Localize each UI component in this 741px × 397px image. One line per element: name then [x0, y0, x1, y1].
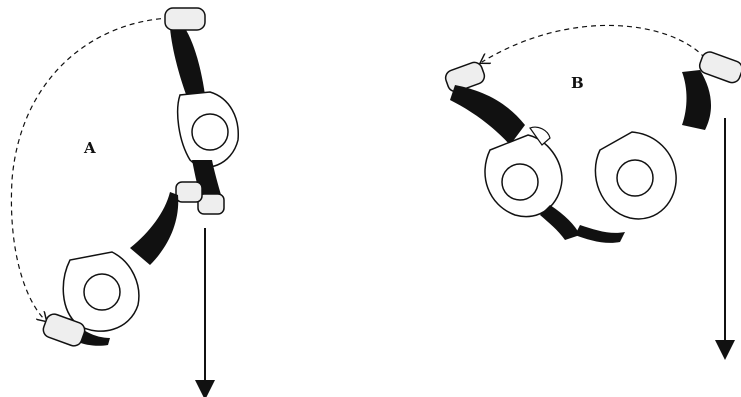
- panel-label-a: A: [84, 139, 96, 157]
- panel-a-drawing: [0, 0, 300, 397]
- dancer-upper-a: [165, 8, 238, 214]
- panel-b: B: [420, 0, 741, 397]
- panel-label-b: B: [571, 74, 584, 92]
- panel-b-drawing: [420, 0, 741, 397]
- dancer-right-b: [575, 50, 741, 243]
- dancer-left-b: [443, 60, 580, 240]
- dancer-lower-a: [41, 182, 202, 348]
- panel-a: A: [0, 0, 300, 397]
- rotation-arc-b: [482, 25, 705, 62]
